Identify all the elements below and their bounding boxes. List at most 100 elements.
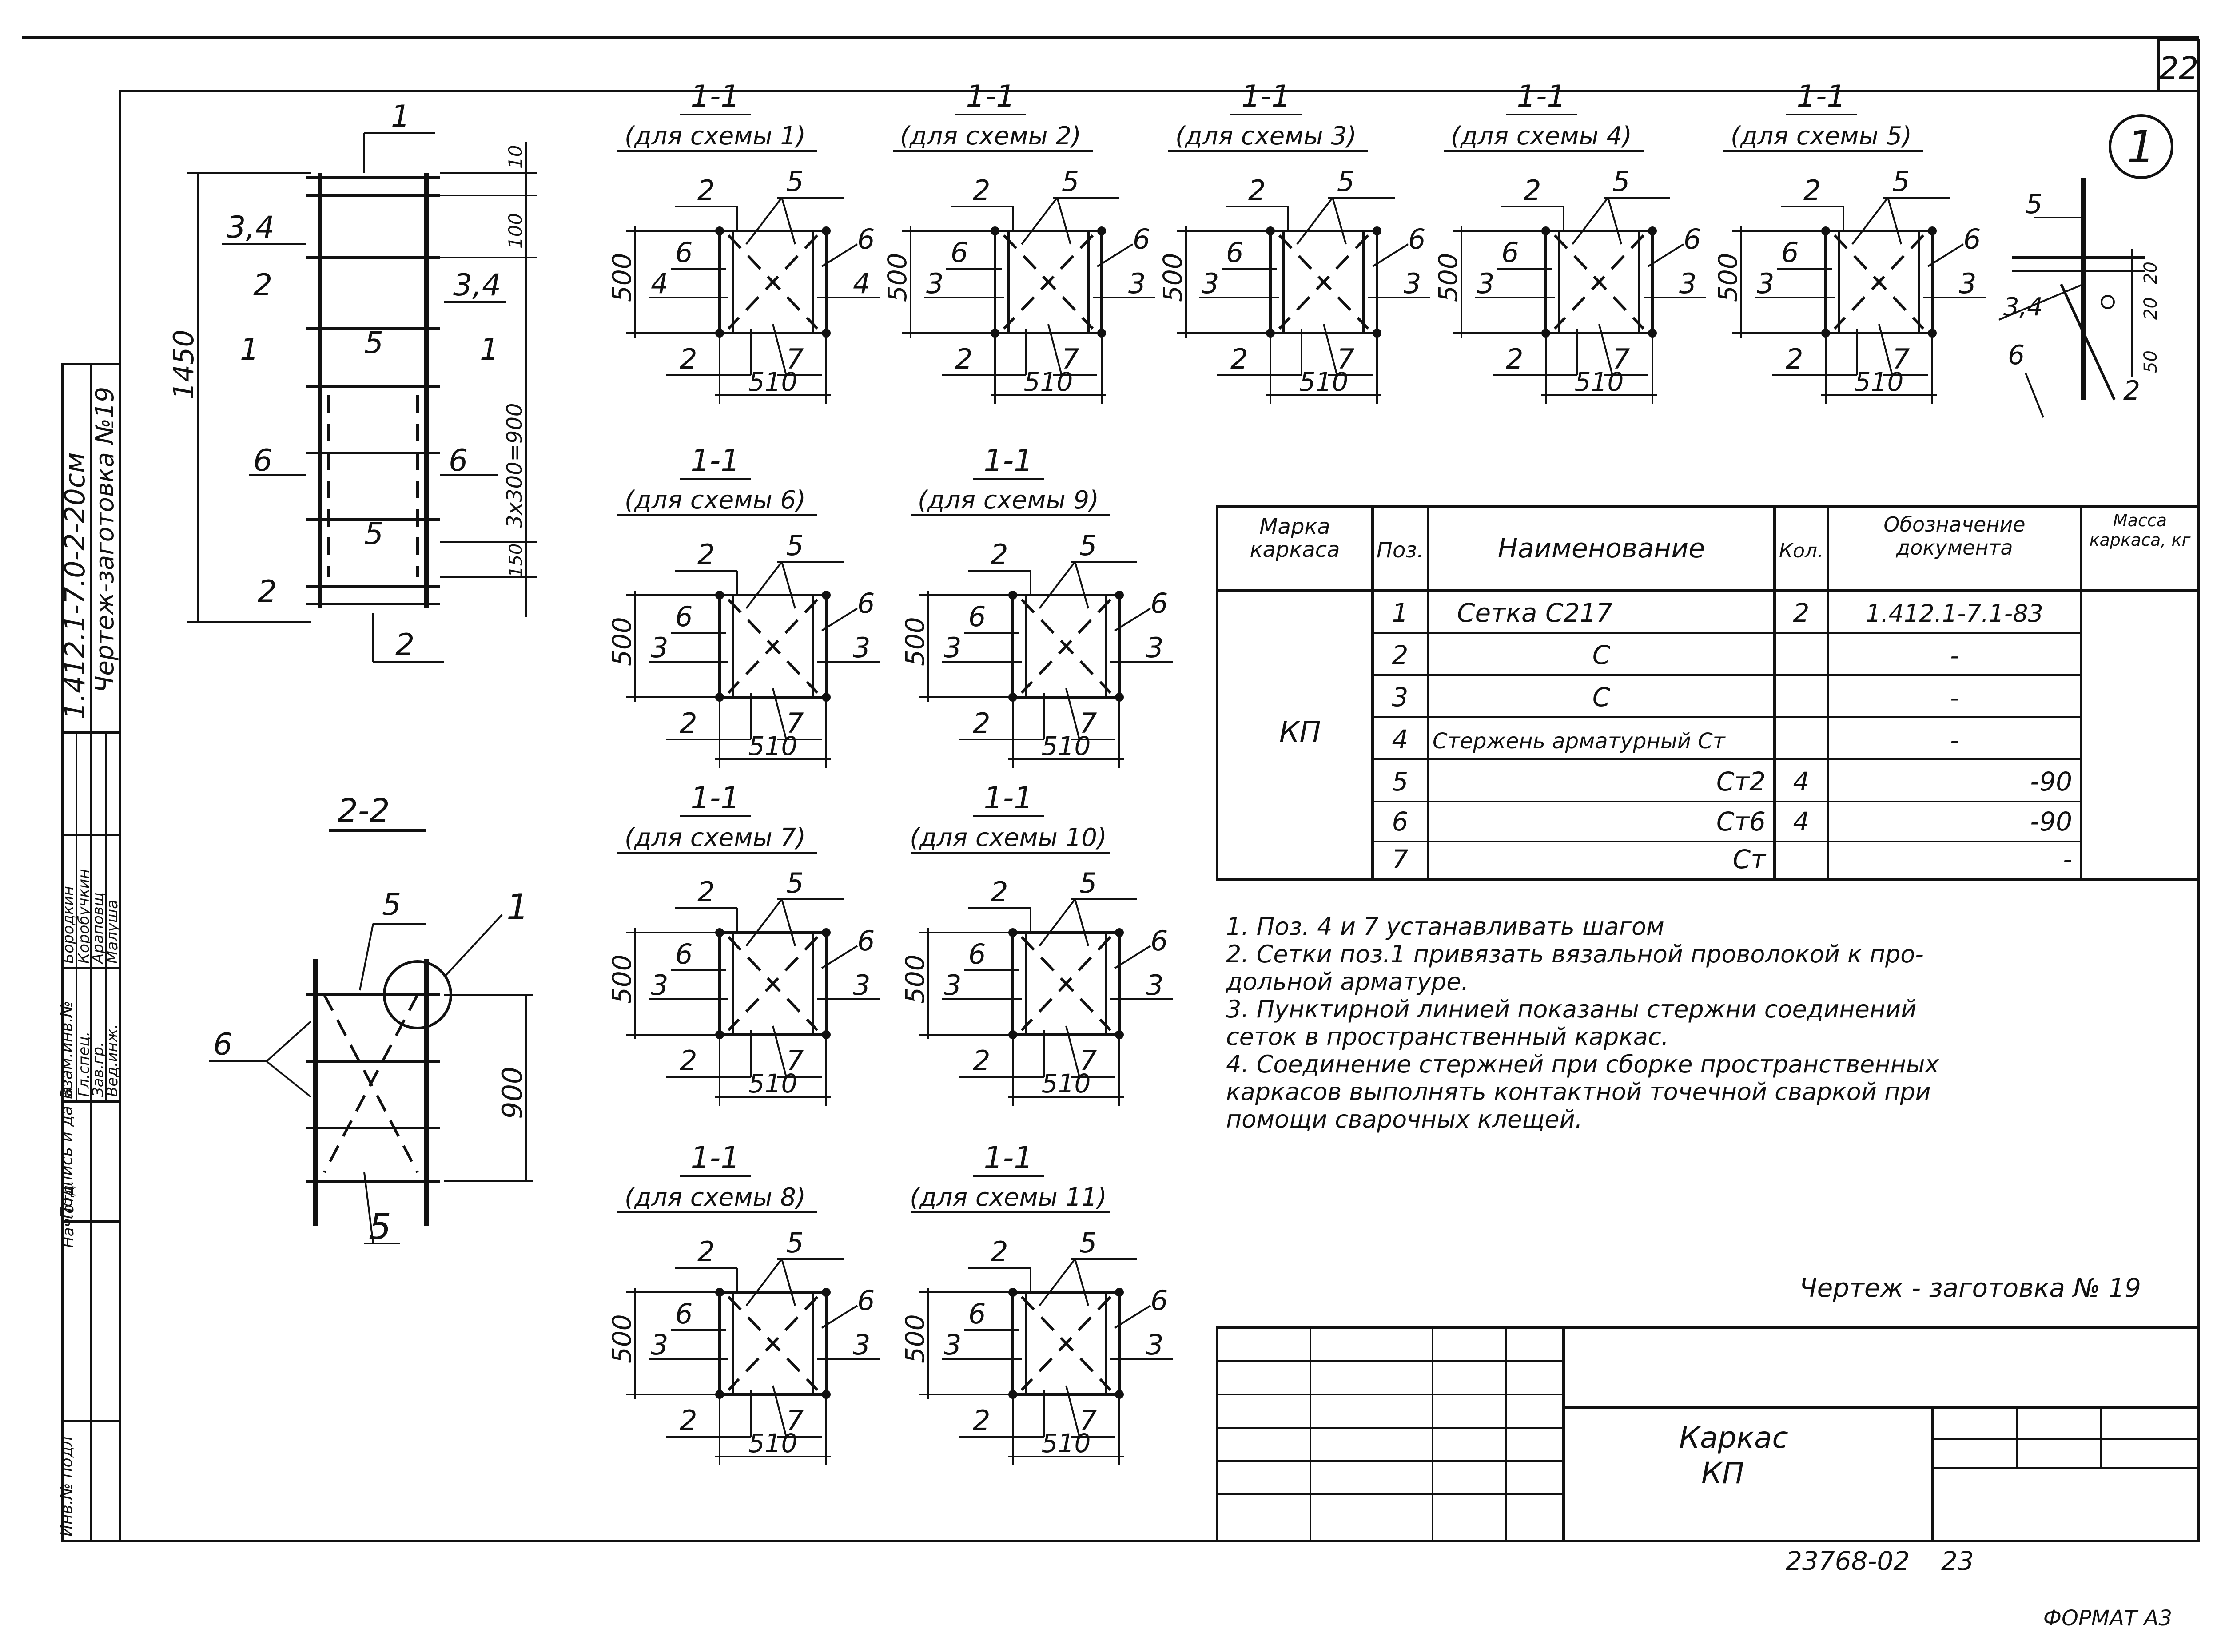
section-label-left: 3 [651,969,668,1001]
section-label-right: 3 [1146,1329,1163,1361]
note-line: 2. Сетки поз.1 привязать вязальной прово… [1226,940,1924,968]
node-dim-1: 20 [2141,297,2161,320]
section-label-6-right: 6 [1150,1284,1168,1317]
elev-dim-top: 10 [505,145,526,169]
section-label-6-left: 6 [675,236,693,269]
spec-pos: 4 [1392,724,1409,755]
section-label-2-bottom: 2 [973,1044,990,1077]
section-label-6-left: 6 [1781,236,1799,269]
section-label-7: 7 [786,1404,804,1437]
spec-table: Марка каркаса Поз. Наименование Кол. Обо… [1216,505,2200,881]
section-label-2-bottom: 2 [973,1404,990,1437]
section-dim-w: 510 [748,367,798,397]
archive-page: 23 [1941,1546,1974,1576]
s22-dim: 900 [496,1067,529,1119]
elev-dim-bottom: 150 [506,544,526,577]
section-label-right: 3 [1146,969,1163,1001]
section-label-2-top: 2 [697,1235,715,1268]
node-dim-0: 20 [2141,262,2161,284]
section-label-7: 7 [1337,343,1354,375]
section-scheme: (для схемы 3) [1175,122,1357,151]
title-line2: КП [1701,1456,1744,1490]
node-label-2: 2 [2123,375,2140,406]
elev-label-5a: 5 [364,326,383,361]
elev-dim-total: 1450 [167,330,200,400]
spec-name: Сетка С217 [1457,598,1612,628]
stamp-name-2: Араповщ [89,892,107,965]
elev-label-6b: 6 [449,443,468,478]
section-label-6-right: 6 [1408,223,1425,255]
section-label-6-right: 6 [857,1284,875,1317]
stamp-field-0: Взам.инв.№ [58,1001,76,1099]
spec-pos: 6 [1392,806,1409,837]
section-scheme: (для схемы 6) [625,486,806,515]
spec-pos: 2 [1392,640,1409,670]
note-line: каркасов выполнять контактной точечной с… [1226,1078,1931,1106]
section-label-7: 7 [786,343,804,375]
section-label-2-top: 2 [1248,174,1266,206]
node-label-5: 5 [2026,189,2042,220]
section-label-2-bottom: 2 [680,707,697,739]
stamp-name-3: Малуша [103,900,121,964]
side-stamp: 1.412.1-7.0-2-20см Чертеж-заготовка №19 … [58,363,121,1542]
section-label-5: 5 [1079,529,1097,562]
elev-dim-upper: 100 [505,213,526,249]
elev-label-1: 1 [391,99,410,134]
section-2-2: 2-2 5 1 6 5 900 [209,792,533,1247]
section-label-right: 3 [1959,267,1976,300]
section-scheme: (для схемы 5) [1731,122,1912,151]
elev-dim-middle: 3х300=900 [502,403,527,528]
spec-doc: -90 [2030,766,2072,797]
spec-pos: 1 [1392,598,1409,628]
section-label-right: 3 [1679,267,1696,300]
note-line: 4. Соединение стержней при сборке простр… [1226,1050,1940,1078]
section-scheme: (для схемы 9) [918,486,1099,515]
section-label-6-left: 6 [968,1298,986,1330]
section-dim-h: 500 [882,253,912,302]
section-label-6-left: 6 [675,600,693,633]
section-mark-left: 1 [240,332,259,367]
section-dim-h: 500 [900,617,930,666]
page-number: 22 [2159,50,2198,87]
spec-pos: 5 [1392,766,1409,797]
section-dim-h: 500 [1433,253,1463,302]
stamp-field-2: Инв.№ подл [58,1437,76,1537]
section-label-left: 4 [651,267,668,300]
section-label-7: 7 [1892,343,1910,375]
section-scheme: (для схемы 10) [910,823,1107,852]
note-line: 3. Пунктирной линией показаны стержни со… [1226,995,1916,1023]
section-label-left: 3 [1202,267,1219,300]
section-label-left: 3 [944,1329,961,1361]
page-number-box [2157,39,2200,92]
section-label-7: 7 [786,1044,804,1077]
spec-header-doc: Обозначение документа [1883,513,2026,560]
spec-header-mass: Масса каркаса, кг [2089,511,2191,550]
section-dim-w: 510 [1042,1428,1091,1458]
section-label-6-right: 6 [1133,223,1150,255]
spec-header-mark: Марка каркаса [1250,515,1340,562]
section-label-6-right: 6 [1150,587,1168,620]
spec-name: С [1592,682,1611,712]
elev-label-2c: 2 [395,627,414,663]
section-label-7: 7 [1062,343,1079,375]
doc-title: Чертеж-заготовка №19 [91,387,119,693]
spec-header-qty: Кол. [1779,540,1823,562]
spec-doc: -90 [2030,806,2072,837]
spec-name: Ст2 [1716,766,1766,797]
section-label-2-top: 2 [697,876,715,908]
section-title: 1-1 [690,781,740,816]
title-line1: Каркас [1679,1421,1788,1455]
section-label-2-top: 2 [697,174,715,206]
sheet-frame [119,90,2200,1542]
stamp-name-0: Бородкин [60,886,77,964]
doc-code: 1.412.1-7.0-2-20см [59,452,91,719]
note-line: помощи сварочных клещей. [1226,1105,1583,1133]
